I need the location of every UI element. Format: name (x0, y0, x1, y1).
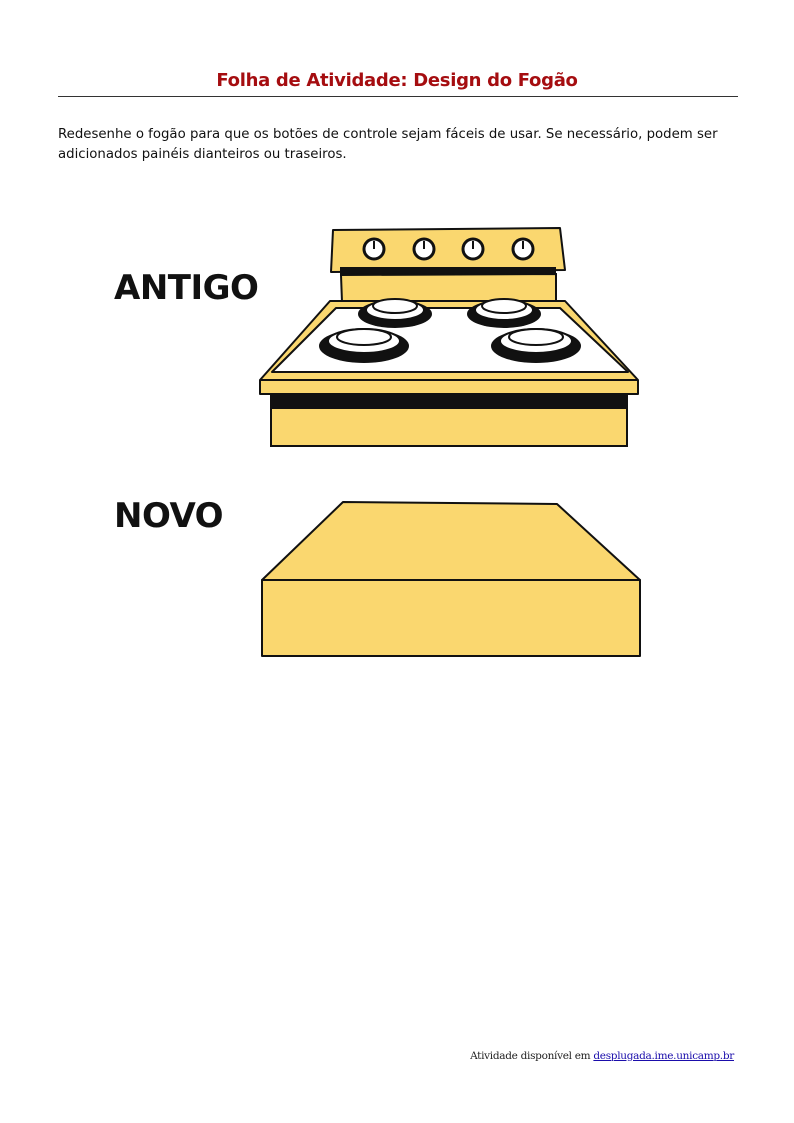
burner-icon (319, 328, 409, 363)
instructions-text: Redesenhe o fogão para que os botões de … (58, 127, 718, 162)
control-panel (330, 227, 566, 303)
footer-credit: Atividade disponível em desplugada.ime.u… (470, 1050, 734, 1062)
knob-icon (362, 237, 386, 261)
new-stove-illustration (261, 501, 641, 657)
knob-icon (412, 237, 436, 261)
old-stove-illustration (259, 227, 639, 447)
title-divider (58, 96, 738, 97)
page-title: Folha de Atividade: Design do Fogão (216, 70, 578, 91)
new-label: NOVO (114, 496, 224, 536)
knob-icon (461, 237, 485, 261)
old-label: ANTIGO (114, 268, 259, 308)
footer-link[interactable]: desplugada.ime.unicamp.br (593, 1050, 734, 1062)
stove-base (270, 394, 628, 447)
burner-icon (491, 328, 581, 363)
burner-icon (358, 298, 432, 328)
footer-text: Atividade disponível em (470, 1050, 594, 1062)
cooktop (259, 300, 639, 395)
knob-icon (511, 237, 535, 261)
burner-icon (467, 298, 541, 328)
